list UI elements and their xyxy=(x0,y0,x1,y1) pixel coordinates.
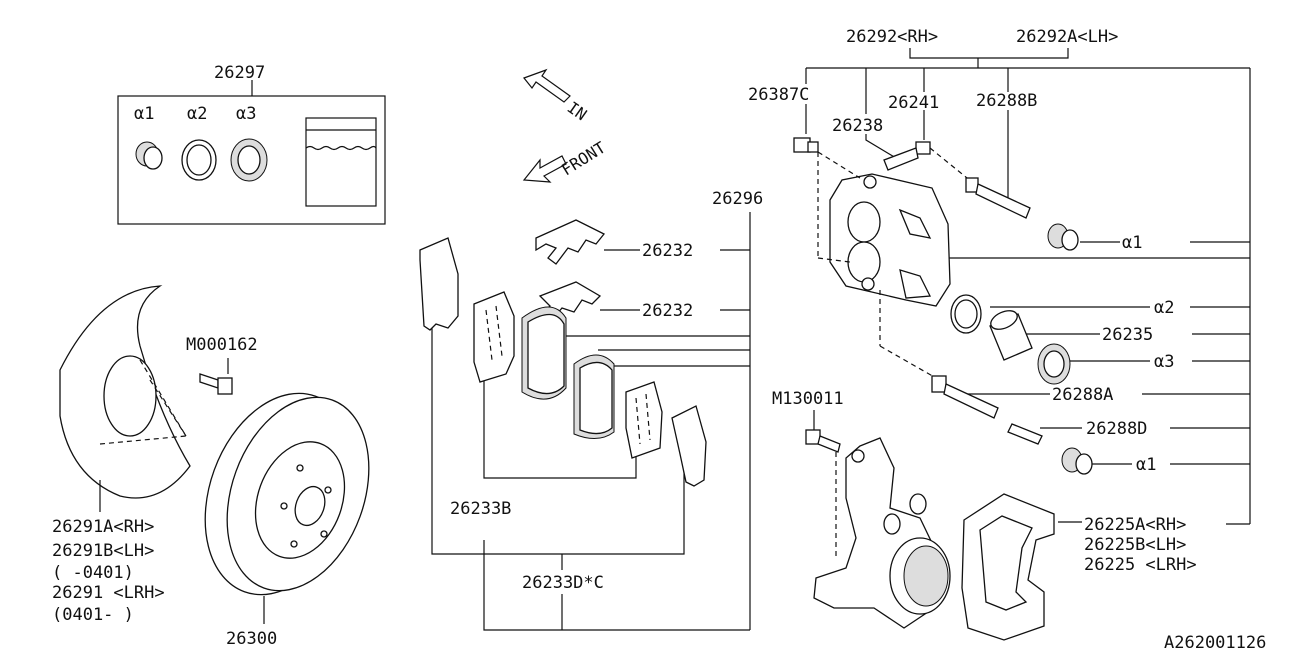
label-caliper-rh: 26292<RH> xyxy=(846,27,938,47)
label-cover-lh: 26291B<LH> xyxy=(52,541,154,561)
label-clip-2: 26232 xyxy=(642,301,693,321)
label-a2: α2 xyxy=(187,104,207,124)
caliper-body xyxy=(829,173,951,307)
arrow-in-icon: IN xyxy=(523,68,591,125)
label-clip-1: 26232 xyxy=(642,241,693,261)
label-guide-b: 26288B xyxy=(976,91,1037,111)
label-a1: α1 xyxy=(134,104,154,124)
grease-packet xyxy=(305,117,377,207)
seal-kit-group xyxy=(117,80,386,225)
label-support-rh: 26225A<RH> xyxy=(1084,515,1186,535)
label-bolt-m130: M130011 xyxy=(772,389,844,409)
shim-outer-left xyxy=(419,237,459,331)
brake-pad-outer xyxy=(521,306,567,400)
boot-a1-top xyxy=(1047,223,1079,251)
dust-cover xyxy=(59,285,191,512)
label-cap: 26238 xyxy=(832,116,883,136)
label-kit: 26297 xyxy=(214,63,265,83)
guide-pin-b xyxy=(965,177,1031,219)
caliper-leader-lines xyxy=(805,48,1251,525)
label-arrow-in: IN xyxy=(564,98,591,125)
label-boot-a1-top: α1 xyxy=(1122,233,1142,253)
label-support-lh: 26225B<LH> xyxy=(1084,535,1186,555)
bolt-m000162 xyxy=(199,358,233,395)
label-caliper-lh: 26292A<LH> xyxy=(1016,27,1118,47)
steering-knuckle xyxy=(813,437,951,629)
label-rotor: 26300 xyxy=(226,629,277,649)
seal-a2 xyxy=(950,294,982,334)
label-support-lrh: 26225 <LRH> xyxy=(1084,555,1197,575)
label-arrow-front: FRONT xyxy=(558,138,609,180)
bleeder-screw xyxy=(793,137,819,153)
label-shim-dc: 26233D*C xyxy=(522,573,604,593)
label-pad-kit: 26296 xyxy=(712,189,763,209)
label-seal-a2: α2 xyxy=(1154,298,1174,318)
pin-bolt-26241 xyxy=(883,141,931,171)
shim-inner-right xyxy=(625,381,663,459)
piston xyxy=(989,310,1033,361)
brake-rotor xyxy=(204,392,370,624)
clip-upper xyxy=(535,219,606,265)
label-diagram-id: A262001126 xyxy=(1164,633,1266,653)
label-bolt-m000: M000162 xyxy=(186,335,258,355)
label-cover-rh: 26291A<RH> xyxy=(52,517,154,537)
guide-pin-d xyxy=(1007,423,1043,445)
label-guide-d: 26288D xyxy=(1086,419,1147,439)
seal-a3 xyxy=(1037,343,1071,385)
label-guide-a: 26288A xyxy=(1052,385,1113,405)
boot-a1-bottom xyxy=(1061,447,1093,475)
label-piston: 26235 xyxy=(1102,325,1153,345)
label-pin-bolt: 26241 xyxy=(888,93,939,113)
label-bleeder: 26387C xyxy=(748,85,809,105)
arrow-front-icon: FRONT xyxy=(522,138,609,183)
label-cover-lrh: 26291 <LRH> xyxy=(52,583,165,603)
label-cover-date1: ( -0401) xyxy=(52,563,134,583)
label-seal-a3: α3 xyxy=(1154,352,1174,372)
pad-kit-leaders xyxy=(431,212,751,631)
caliper-support xyxy=(961,493,1055,641)
label-shim-b: 26233B xyxy=(450,499,511,519)
label-boot-a1-bottom: α1 xyxy=(1136,455,1156,475)
label-a3: α3 xyxy=(236,104,256,124)
label-cover-date2: (0401- ) xyxy=(52,605,134,625)
bolt-m130011 xyxy=(805,429,841,453)
shim-inner-left xyxy=(473,291,515,383)
guide-pin-a xyxy=(931,375,999,419)
brake-pad-inner xyxy=(573,354,615,439)
shim-outer-right xyxy=(671,405,707,487)
